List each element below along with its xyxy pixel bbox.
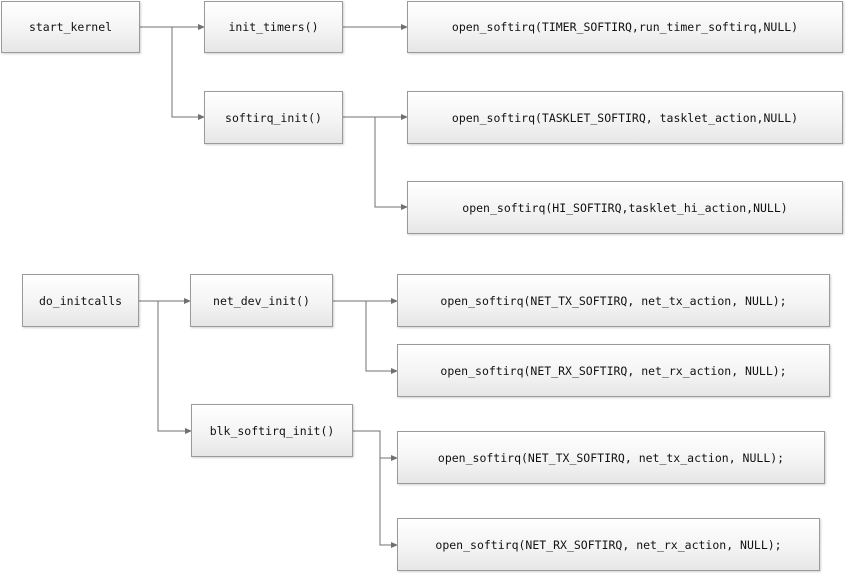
- arrowhead: [401, 204, 408, 210]
- arrowhead: [401, 24, 408, 30]
- node-start-kernel: start_kernel: [1, 1, 140, 53]
- arrowhead: [184, 298, 191, 304]
- arrowhead: [198, 24, 205, 30]
- arrowhead: [198, 114, 205, 120]
- arrowhead: [391, 542, 398, 548]
- edge-blk_softirq_init-net_tx_2: [353, 430, 392, 459]
- arrowhead: [391, 455, 398, 461]
- node-open-softirq-net-rx-1: open_softirq(NET_RX_SOFTIRQ, net_rx_acti…: [397, 344, 830, 397]
- arrowhead: [391, 298, 398, 304]
- node-open-softirq-net-rx-2: open_softirq(NET_RX_SOFTIRQ, net_rx_acti…: [397, 518, 820, 571]
- node-open-softirq-timer: open_softirq(TIMER_SOFTIRQ,run_timer_sof…: [407, 1, 843, 53]
- edge-net_dev_init-net_rx_1: [365, 301, 392, 372]
- node-do-initcalls: do_initcalls: [22, 274, 139, 327]
- arrowhead: [391, 368, 398, 374]
- node-softirq-init: softirq_init(): [204, 91, 343, 144]
- node-open-softirq-net-tx-1: open_softirq(NET_TX_SOFTIRQ, net_tx_acti…: [397, 274, 830, 327]
- edge-blk_softirq_init-net_rx_2: [379, 458, 392, 546]
- node-open-softirq-net-tx-2: open_softirq(NET_TX_SOFTIRQ, net_tx_acti…: [397, 431, 825, 484]
- node-net-dev-init: net_dev_init(): [190, 274, 333, 327]
- edge-softirq_init-hi_softirq: [374, 117, 402, 208]
- node-open-softirq-tasklet: open_softirq(TASKLET_SOFTIRQ, tasklet_ac…: [407, 91, 843, 144]
- edge-start_kernel-softirq_init: [171, 27, 199, 118]
- arrowhead: [185, 428, 192, 434]
- node-init-timers: init_timers(): [204, 1, 343, 53]
- node-open-softirq-hi: open_softirq(HI_SOFTIRQ,tasklet_hi_actio…: [407, 181, 843, 234]
- arrowhead: [401, 114, 408, 120]
- edge-do_initcalls-blk_softirq_init: [157, 301, 186, 432]
- node-blk-softirq-init: blk_softirq_init(): [191, 404, 353, 457]
